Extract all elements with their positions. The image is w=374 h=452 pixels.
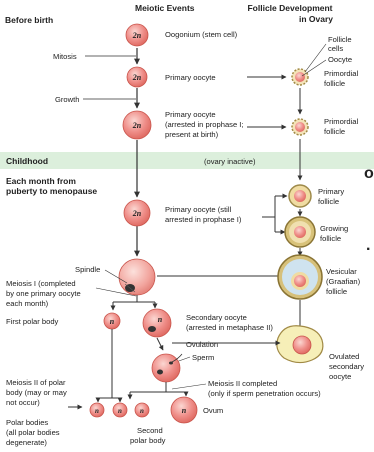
svg-text:n: n [95,407,99,415]
svg-text:n: n [140,407,144,415]
pointer-follicle-cells [305,44,326,72]
ovum-cell: n [171,397,197,423]
label-primordial-1-line2: follicle [324,79,345,88]
label-polar-bodies-line1: Polar bodies [6,418,48,427]
label-polar-bodies-line3: degenerate) [6,438,47,447]
label-ovum: Ovum [203,406,223,415]
edge-fragment-top: on [364,165,374,182]
stage-monthly-line2: puberty to menopause [6,186,97,196]
growing-follicle [285,217,315,247]
label-meiosis2-completed-line1: Meiosis II completed [208,379,277,388]
svg-text:2n: 2n [132,73,142,82]
header-follicle-development-line2: in Ovary [299,14,333,24]
svg-text:n: n [118,407,122,415]
label-primary-follicle-line1: Primary [318,187,344,196]
first-polar-body: n [104,313,120,329]
primordial-follicle-2 [292,119,308,135]
label-secondary-line1: Secondary oocyte [186,313,247,322]
label-primary-arrested-line3: present at birth) [165,130,219,139]
second-polar-body: n [135,403,149,417]
label-second-polar-line1: Second [137,426,163,435]
label-meiosis2-polar-line2: body (may or may [6,388,67,397]
label-primordial-1-line1: Primordial [324,69,358,78]
edge-fragment-bottom: . [366,237,370,254]
label-growth: Growth [55,95,79,104]
arrow-to-fertilized [157,338,163,350]
primary-oocyte-cell: 2n [127,67,147,87]
label-ovulation: Ovulation [186,340,218,349]
fertilized-secondary-oocyte [152,354,182,382]
header-meiotic-events: Meiotic Events [135,3,195,13]
label-spindle: Spindle [75,265,100,274]
polar-body-1: n [90,403,104,417]
vesicular-follicle [278,255,322,299]
label-follicle-cells-line1: Follicle [328,35,352,44]
label-meiosis1-line3: each month) [6,299,49,308]
label-ovulated-line1: Ovulated [329,352,359,361]
label-secondary-line2: (arrested in metaphase II) [186,323,273,332]
childhood-band [0,152,374,169]
svg-text:n: n [110,317,115,326]
label-primary-follicle-line2: follicle [318,197,339,206]
label-vesicular-line2: (Graafian) [326,277,361,286]
label-growing-follicle-line1: Growing [320,224,348,233]
label-primary-oocyte: Primary oocyte [165,73,216,82]
primary-oocyte-arrested-cell: 2n [123,111,151,139]
label-growing-follicle-line2: follicle [320,234,341,243]
label-meiosis1-line1: Meiosis I (completed [6,279,76,288]
pointer-meiosis2-completed [172,384,206,389]
secondary-oocyte-cell: n [143,309,171,337]
label-vesicular-line1: Vesicular [326,267,357,276]
label-meiosis2-polar-line3: not occur) [6,398,40,407]
stage-childhood: Childhood [6,156,48,166]
label-follicle-cells-line2: cells [328,44,343,53]
svg-text:2n: 2n [132,31,142,40]
pointer-oocyte [302,60,326,76]
primary-follicle [289,185,311,207]
primary-oocyte-still-arrested-cell: 2n [124,200,150,226]
header-follicle-development-line1: Follicle Development [247,3,332,13]
label-meiosis1-line2: by one primary oocyte [6,289,81,298]
label-ovulated-line2: secondary [329,362,364,371]
label-primary-arrested-line1: Primary oocyte [165,110,216,119]
stage-monthly-line1: Each month from [6,176,76,186]
svg-text:n: n [158,315,163,324]
label-sperm: Sperm [192,353,214,362]
ovulated-secondary-oocyte [277,326,323,363]
oogonium-cell: 2n [126,24,148,46]
label-primordial-2-line1: Primordial [324,117,358,126]
label-vesicular-line3: follicle [326,287,347,296]
label-primary-still-line1: Primary oocyte (still [165,205,232,214]
label-oocyte: Oocyte [328,55,352,64]
stage-before-birth: Before birth [5,15,53,25]
label-meiosis2-completed-line2: (only if sperm penetration occurs) [208,389,321,398]
polar-body-2: n [113,403,127,417]
childhood-note: (ovary inactive) [204,157,256,166]
svg-text:n: n [182,406,187,415]
label-first-polar: First polar body [6,317,59,326]
label-meiosis2-polar-line1: Meiosis II of polar [6,378,66,387]
label-mitosis: Mitosis [53,52,77,61]
label-ovulated-line3: oocyte [329,372,351,381]
label-primordial-2-line2: follicle [324,127,345,136]
svg-text:2n: 2n [132,121,142,130]
meiosis1-cell [119,259,155,295]
label-oogonium: Oogonium (stem cell) [165,30,238,39]
label-primary-arrested-line2: (arrested in prophase I; [165,120,244,129]
label-second-polar-line2: polar body [130,436,166,445]
label-polar-bodies-line2: (all polar bodies [6,428,60,437]
svg-text:2n: 2n [132,209,142,218]
label-primary-still-line2: arrested in prophase I) [165,215,242,224]
